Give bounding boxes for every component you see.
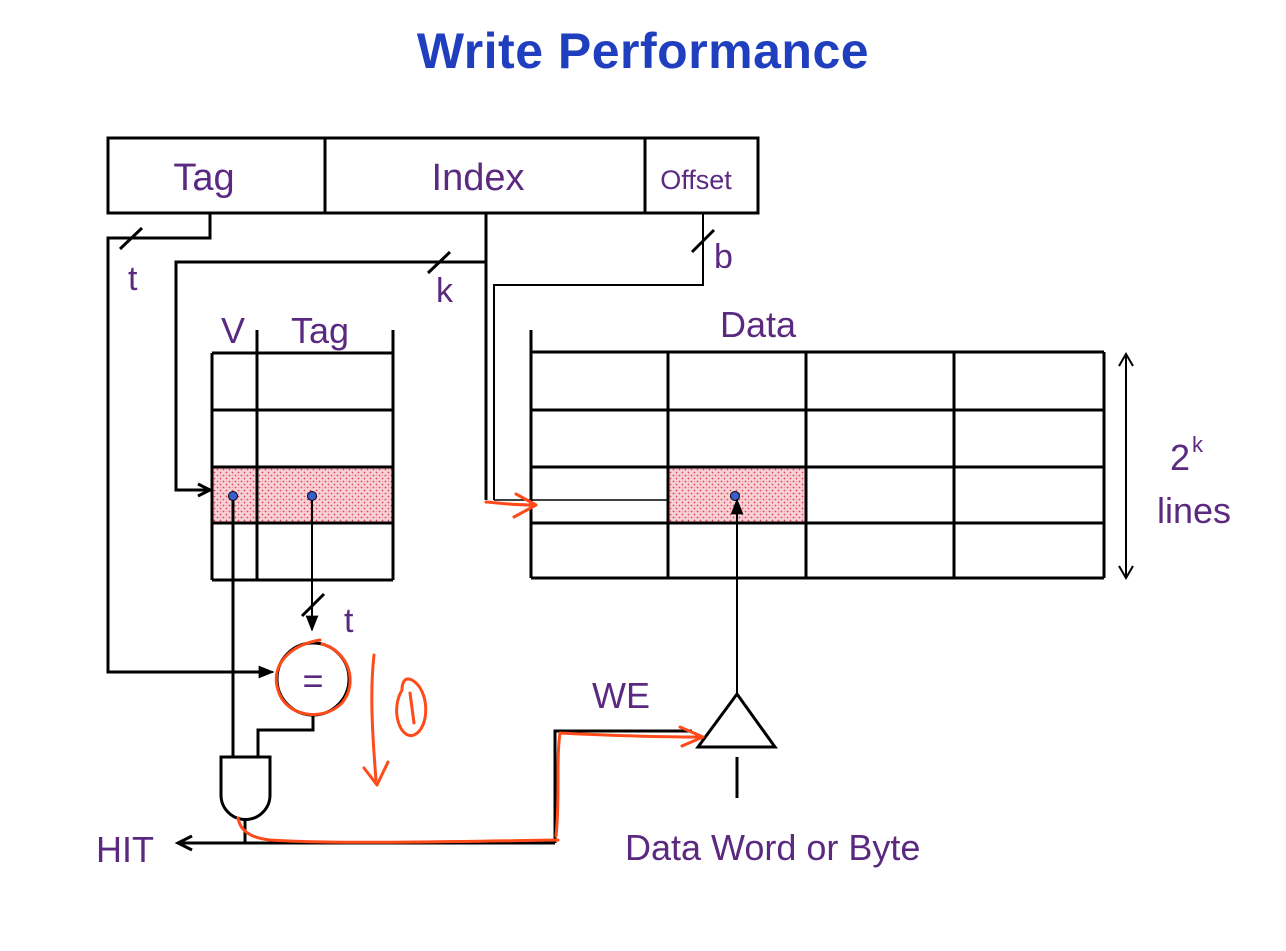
data-array — [529, 330, 1106, 580]
hit-output-label: HIT — [96, 829, 154, 870]
tag-array — [210, 330, 395, 582]
valid-bit-readout — [228, 491, 238, 501]
lines-count-unit: lines — [1157, 490, 1231, 531]
index-field-label: Index — [432, 157, 525, 199]
tag-column-header: Tag — [291, 310, 349, 351]
stored-tag-width-label: t — [344, 602, 354, 640]
tag-bus — [106, 213, 270, 674]
offset-bus — [493, 213, 716, 500]
data-word-port — [730, 491, 740, 501]
data-input-label: Data Word or Byte — [625, 827, 920, 868]
tag-field-label: Tag — [173, 157, 234, 199]
index-bus-width-label: k — [436, 272, 454, 310]
offset-bus-width-label: b — [714, 238, 733, 276]
tag-bus-width-label: t — [128, 260, 138, 298]
offset-field-label: Offset — [660, 165, 732, 195]
address-register: Tag Index Offset — [106, 136, 760, 215]
tag-readout — [307, 491, 317, 501]
valid-bit-header: V — [221, 310, 245, 351]
index-bus — [174, 213, 488, 500]
lines-dimension-arrow — [1118, 352, 1134, 580]
lines-count-exponent: k — [1192, 432, 1204, 457]
lines-count-base: 2 — [1170, 437, 1190, 478]
comparator-symbol: = — [302, 660, 323, 701]
write-enable-buffer — [695, 691, 778, 749]
hit-and-gate — [219, 755, 272, 821]
annotation-strokes — [236, 492, 705, 844]
data-array-header: Data — [720, 304, 797, 345]
selected-tag-row — [212, 467, 392, 523]
slide-title: Write Performance — [416, 23, 870, 79]
write-enable-label: WE — [592, 675, 650, 716]
